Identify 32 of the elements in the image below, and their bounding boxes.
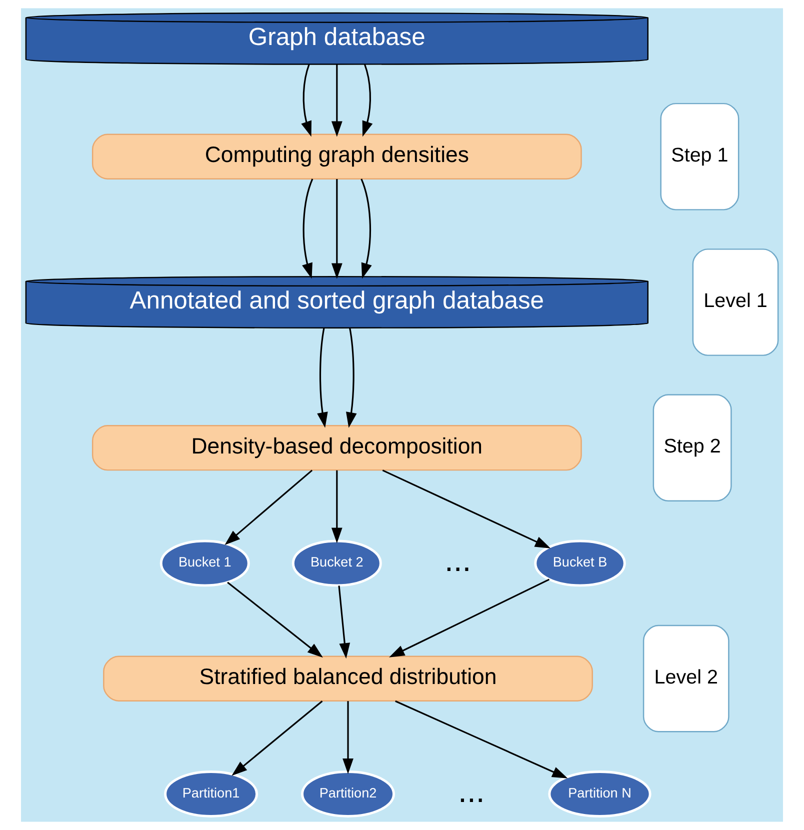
arrow — [301, 64, 312, 137]
arrow — [331, 470, 342, 544]
node-ellipse: Bucket 2 — [292, 540, 382, 587]
node-box: Step 2 — [652, 394, 732, 502]
arrow — [317, 328, 328, 428]
arrow — [395, 700, 568, 778]
arrow — [342, 701, 354, 774]
arrow — [331, 64, 342, 137]
arrow — [346, 328, 357, 428]
node-box: Density-based decomposition — [92, 425, 582, 471]
arrow — [362, 64, 373, 137]
arrow — [389, 578, 550, 658]
node-box: Computing graph densities — [92, 134, 582, 180]
label: ... — [458, 772, 485, 809]
node-box: Level 1 — [692, 248, 779, 356]
arrow — [382, 470, 551, 548]
arrow — [224, 470, 313, 546]
node-ellipse: Partition N — [548, 770, 652, 818]
arrow — [232, 700, 323, 776]
arrow — [360, 178, 372, 279]
node-box: Level 2 — [642, 624, 730, 732]
node-ellipse: Bucket 1 — [160, 540, 250, 587]
arrow — [331, 179, 342, 279]
node-ellipse: Partition1 — [164, 770, 258, 818]
arrow — [338, 586, 350, 659]
node-ellipse: Partition2 — [301, 770, 395, 818]
arrow — [227, 582, 323, 658]
label: ... — [444, 542, 472, 578]
node-box: Stratified balanced distribution — [103, 656, 593, 702]
node-box: Step 1 — [660, 102, 740, 210]
node-ellipse: Bucket B — [534, 540, 626, 587]
arrow — [302, 178, 314, 279]
